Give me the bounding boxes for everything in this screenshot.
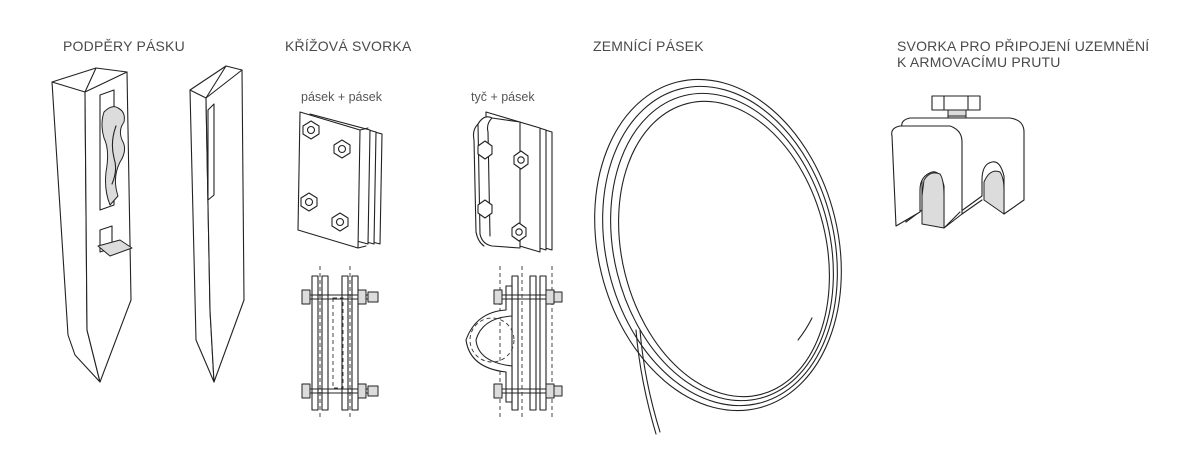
variant-strip-strip-label: pásek + pásek [301,90,382,104]
rebar-clamp-title-line2: K ARMOVACÍMU PRUTU [897,54,1061,70]
cross-clamp-title: KŘÍŽOVÁ SVORKA [285,38,412,54]
supports-title: PODPĚRY PÁSKU [63,38,185,54]
cross-clamp-strip-strip-3d [297,111,383,249]
cross-clamp-strip-strip-section [301,266,379,420]
rebar-clamp-title-line1: SVORKA PRO PŘIPOJENÍ UZEMNĚNÍ [897,38,1150,54]
rebar-clamp-drawing [891,95,1025,229]
strip-support-1-drawing [51,67,133,383]
earthing-strip-title: ZEMNÍCÍ PÁSEK [593,38,704,54]
earthing-strip-coil-drawing [594,78,842,435]
strip-support-2-drawing [189,65,245,383]
cross-clamp-rod-strip-3d [472,111,553,253]
variant-rod-strip-label: tyč + pásek [471,90,535,104]
cross-clamp-rod-strip-section [465,266,563,420]
